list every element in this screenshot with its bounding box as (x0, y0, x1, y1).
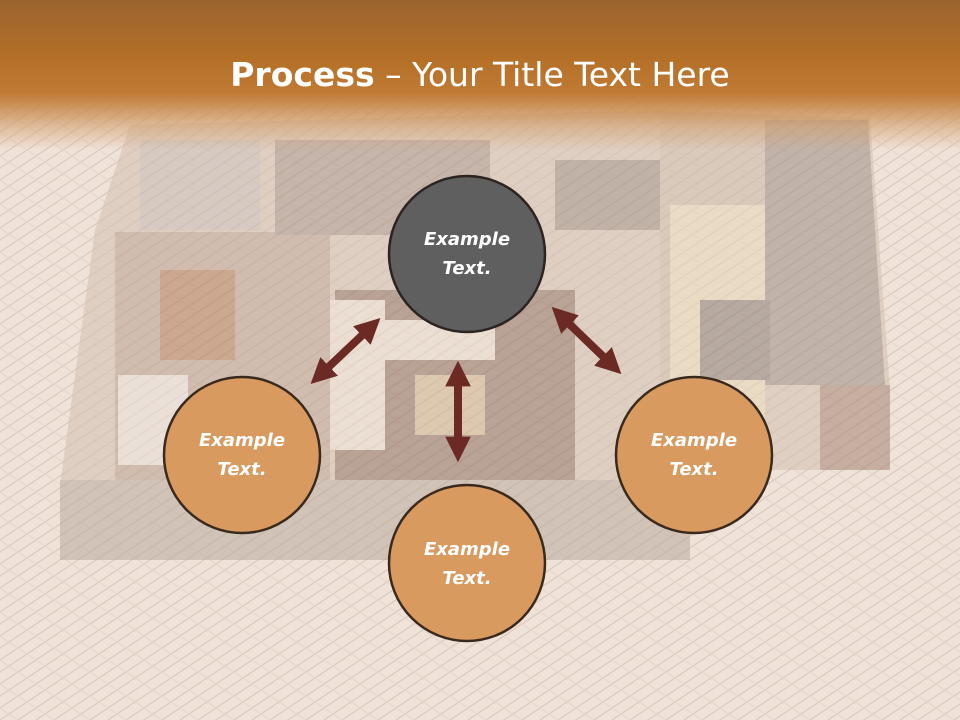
node-left-line1: Example (198, 430, 286, 451)
node-right-line2: Text. (669, 459, 719, 480)
node-top-line2: Text. (442, 258, 492, 279)
node-left-text: Example Text. (162, 426, 322, 484)
node-bottom-line2: Text. (442, 568, 492, 589)
node-top-circle (387, 174, 547, 334)
node-right-text: Example Text. (614, 426, 774, 484)
node-right-line1: Example (650, 430, 738, 451)
slide-title: Process – Your Title Text Here (0, 54, 960, 96)
node-bottom-circle (387, 483, 547, 643)
node-top-text: Example Text. (387, 225, 547, 283)
node-top-line1: Example (423, 229, 511, 250)
arrow-top-left (310, 317, 381, 385)
node-left-line2: Text. (217, 459, 267, 480)
arrow-top-right (551, 306, 622, 375)
title-rest: – Your Title Text Here (374, 55, 730, 94)
node-left-circle (162, 375, 322, 535)
title-bold-word: Process (230, 55, 375, 94)
node-right-circle (614, 375, 774, 535)
node-bottom-line1: Example (423, 539, 511, 560)
title-banner (0, 0, 960, 150)
node-bottom-text: Example Text. (387, 535, 547, 593)
